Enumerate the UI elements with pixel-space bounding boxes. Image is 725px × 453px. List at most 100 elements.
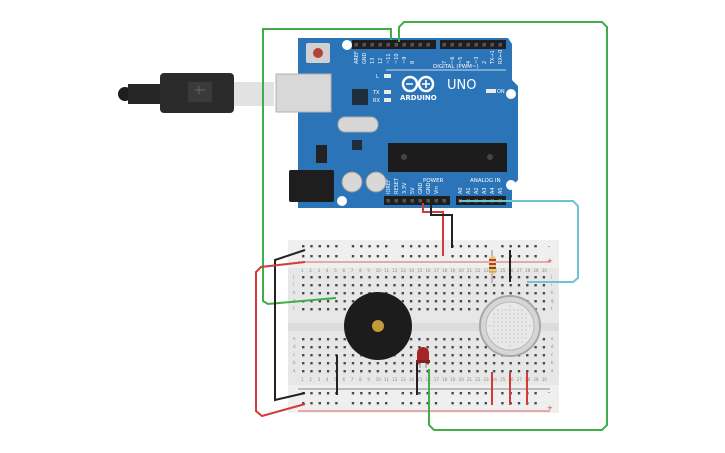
header-pin[interactable]: [426, 199, 431, 203]
breadboard-hole[interactable]: [526, 276, 529, 279]
breadboard-hole[interactable]: [426, 292, 429, 295]
breadboard-hole[interactable]: [318, 292, 321, 295]
digital-header-left[interactable]: [352, 40, 436, 49]
digital-header-right[interactable]: [440, 40, 506, 49]
header-pin[interactable]: [450, 43, 455, 47]
breadboard-hole[interactable]: [492, 354, 496, 357]
header-pin[interactable]: [434, 199, 439, 203]
breadboard-hole[interactable]: [401, 354, 404, 357]
breadboard-hole[interactable]: [434, 255, 438, 258]
power-header[interactable]: [384, 196, 450, 205]
breadboard-hole[interactable]: [326, 346, 330, 349]
breadboard-hole[interactable]: [318, 346, 321, 349]
breadboard-hole[interactable]: [526, 245, 529, 248]
breadboard-hole[interactable]: [476, 370, 479, 373]
breadboard-hole[interactable]: [326, 402, 330, 405]
breadboard-hole[interactable]: [418, 255, 421, 258]
breadboard-hole[interactable]: [526, 255, 529, 258]
breadboard-hole[interactable]: [368, 362, 371, 365]
breadboard-hole[interactable]: [376, 370, 380, 373]
breadboard-hole[interactable]: [476, 338, 479, 341]
breadboard-hole[interactable]: [310, 392, 313, 395]
breadboard-hole[interactable]: [343, 276, 346, 279]
breadboard-hole[interactable]: [385, 276, 388, 279]
breadboard-hole[interactable]: [335, 308, 338, 311]
breadboard-hole[interactable]: [326, 276, 330, 279]
breadboard-hole[interactable]: [434, 292, 438, 295]
breadboard-hole[interactable]: [393, 276, 396, 279]
breadboard-hole[interactable]: [526, 370, 529, 373]
breadboard-hole[interactable]: [443, 284, 446, 287]
breadboard-hole[interactable]: [451, 255, 454, 258]
breadboard-hole[interactable]: [476, 284, 479, 287]
header-pin[interactable]: [474, 43, 479, 47]
breadboard-hole[interactable]: [426, 255, 429, 258]
breadboard-hole[interactable]: [343, 354, 346, 357]
breadboard-hole[interactable]: [343, 300, 346, 303]
header-pin[interactable]: [378, 43, 383, 47]
breadboard-hole[interactable]: [534, 346, 537, 349]
breadboard-hole[interactable]: [326, 245, 330, 248]
breadboard-hole[interactable]: [484, 255, 487, 258]
breadboard-hole[interactable]: [526, 354, 529, 357]
breadboard-hole[interactable]: [302, 354, 305, 357]
breadboard-hole[interactable]: [509, 370, 512, 373]
breadboard-hole[interactable]: [335, 245, 338, 248]
breadboard-hole[interactable]: [434, 346, 438, 349]
breadboard-hole[interactable]: [468, 338, 471, 341]
breadboard-hole[interactable]: [409, 392, 413, 395]
breadboard-hole[interactable]: [501, 392, 504, 395]
breadboard-hole[interactable]: [368, 392, 371, 395]
breadboard-hole[interactable]: [368, 284, 371, 287]
breadboard-hole[interactable]: [351, 276, 355, 279]
breadboard-hole[interactable]: [310, 362, 313, 365]
header-pin[interactable]: [394, 43, 399, 47]
header-pin[interactable]: [458, 43, 463, 47]
header-pin[interactable]: [402, 43, 407, 47]
breadboard-hole[interactable]: [360, 284, 363, 287]
breadboard-hole[interactable]: [451, 370, 454, 373]
breadboard-hole[interactable]: [509, 245, 512, 248]
breadboard-hole[interactable]: [368, 255, 371, 258]
breadboard-hole[interactable]: [310, 300, 313, 303]
breadboard-hole[interactable]: [542, 276, 546, 279]
breadboard-hole[interactable]: [418, 346, 421, 349]
breadboard-hole[interactable]: [310, 255, 313, 258]
breadboard-hole[interactable]: [484, 292, 487, 295]
breadboard-hole[interactable]: [351, 354, 355, 357]
breadboard-hole[interactable]: [468, 255, 471, 258]
breadboard-hole[interactable]: [459, 370, 463, 373]
breadboard-hole[interactable]: [484, 392, 487, 395]
breadboard-hole[interactable]: [476, 392, 479, 395]
breadboard-hole[interactable]: [418, 308, 421, 311]
header-pin[interactable]: [402, 199, 407, 203]
breadboard-hole[interactable]: [468, 300, 471, 303]
breadboard-hole[interactable]: [476, 276, 479, 279]
breadboard-hole[interactable]: [343, 292, 346, 295]
breadboard-hole[interactable]: [343, 370, 346, 373]
breadboard-hole[interactable]: [335, 346, 338, 349]
breadboard-hole[interactable]: [326, 392, 330, 395]
breadboard-hole[interactable]: [434, 284, 438, 287]
breadboard-hole[interactable]: [534, 255, 537, 258]
breadboard-hole[interactable]: [426, 276, 429, 279]
breadboard-hole[interactable]: [542, 338, 546, 341]
header-pin[interactable]: [490, 43, 495, 47]
breadboard-hole[interactable]: [368, 276, 371, 279]
breadboard-hole[interactable]: [318, 245, 321, 248]
breadboard-hole[interactable]: [368, 370, 371, 373]
breadboard-hole[interactable]: [542, 346, 546, 349]
breadboard-hole[interactable]: [418, 370, 421, 373]
breadboard-hole[interactable]: [351, 284, 355, 287]
breadboard-hole[interactable]: [476, 362, 479, 365]
breadboard-hole[interactable]: [310, 346, 313, 349]
breadboard-hole[interactable]: [335, 402, 338, 405]
header-pin[interactable]: [442, 199, 447, 203]
breadboard-hole[interactable]: [509, 362, 512, 365]
breadboard-hole[interactable]: [401, 276, 404, 279]
breadboard-hole[interactable]: [409, 338, 413, 341]
breadboard-hole[interactable]: [517, 276, 521, 279]
breadboard-hole[interactable]: [459, 354, 463, 357]
breadboard-hole[interactable]: [409, 370, 413, 373]
breadboard-hole[interactable]: [492, 284, 496, 287]
